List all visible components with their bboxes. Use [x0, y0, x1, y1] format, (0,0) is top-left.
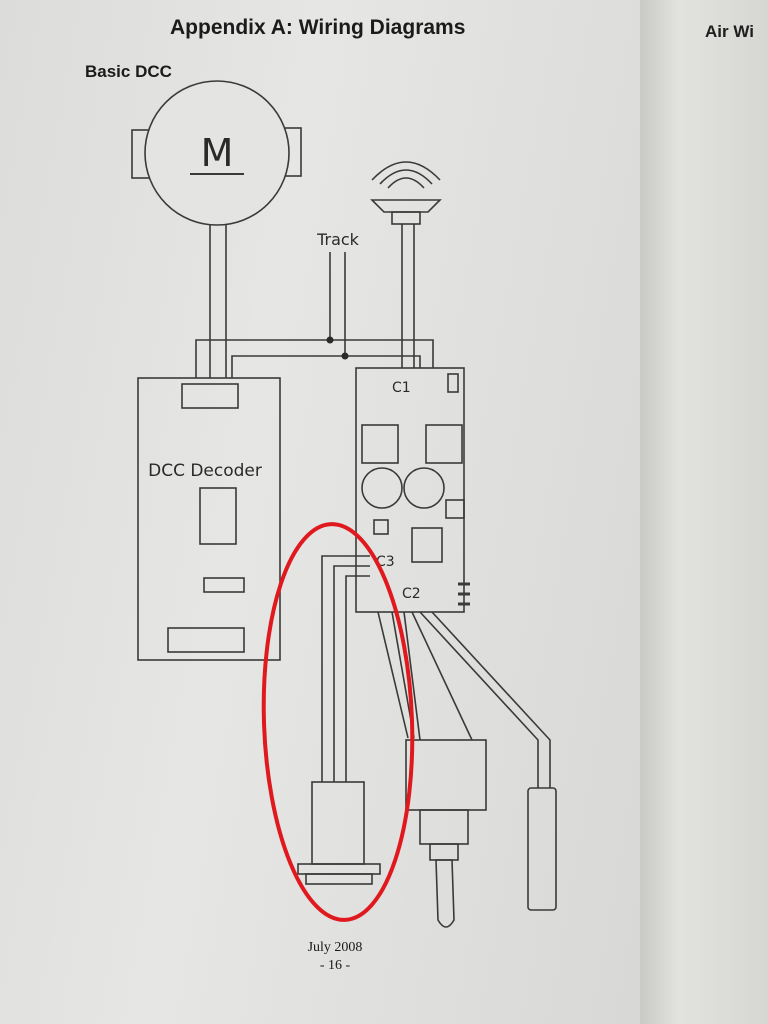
capacitor-right: [403, 467, 445, 509]
c3-lead-middle: [333, 565, 370, 782]
sound-resistor: [373, 519, 389, 535]
track-lead-2: [231, 252, 346, 378]
page-number: - 16 -: [319, 958, 351, 973]
adjacent-page-title: Air Wi: [705, 22, 754, 41]
track-lead-2-branch: [345, 355, 421, 368]
toggle-switch-collar: [419, 809, 469, 845]
c3-lead-inner: [345, 575, 370, 782]
sound-chip-left: [361, 424, 399, 464]
c2-lead-5: [419, 611, 539, 788]
decoder-small-chip: [203, 577, 245, 593]
c2-lead-4: [411, 611, 473, 741]
push-button-body: [527, 787, 557, 911]
sound-board: [355, 367, 465, 613]
dcc-decoder-board: [137, 377, 281, 661]
sound-chip-right: [425, 424, 463, 464]
speaker-icon: [370, 161, 442, 225]
page-title: Appendix A: Wiring Diagrams: [170, 16, 466, 39]
c2-label: C2: [402, 586, 421, 602]
track-lead-1: [195, 252, 331, 378]
sound-small-part: [445, 499, 465, 519]
wiring-diagram: M Track DCC Decoder C1 C3 C2: [131, 80, 557, 928]
adjacent-page: [640, 0, 768, 1024]
motor-circle: [144, 80, 290, 226]
track-label: Track: [316, 230, 360, 249]
motor: [131, 80, 302, 226]
section-title: Basic DCC: [85, 62, 172, 81]
toggle-switch-body: [405, 739, 487, 811]
input-jack-body: [311, 781, 365, 865]
c2-lead-3: [403, 611, 421, 741]
toggle-lever: [435, 859, 455, 928]
toggle-switch-nut: [429, 843, 459, 861]
junction-dot-2: [341, 352, 349, 360]
footer-date: July 2008: [307, 940, 363, 955]
track-lead-1-branch: [330, 339, 434, 368]
capacitor-left: [361, 467, 403, 509]
decoder-chip: [199, 487, 237, 545]
input-jack-base: [305, 873, 373, 885]
input-jack-flange: [297, 863, 381, 875]
c2-lead-6: [431, 611, 551, 788]
red-highlight-ellipse: [261, 522, 415, 922]
manual-page: [0, 0, 640, 1024]
motor-label: M: [201, 131, 234, 175]
c3-lead-outer: [321, 555, 370, 782]
c1-label: C1: [392, 380, 411, 396]
sound-terminal: [447, 373, 459, 393]
sound-regulator: [411, 527, 443, 563]
c2-lead-1: [377, 611, 409, 739]
junction-dot-1: [326, 336, 334, 344]
decoder-connector-top: [181, 383, 239, 409]
decoder-label: DCC Decoder: [148, 461, 262, 481]
decoder-connector-bottom: [167, 627, 245, 653]
